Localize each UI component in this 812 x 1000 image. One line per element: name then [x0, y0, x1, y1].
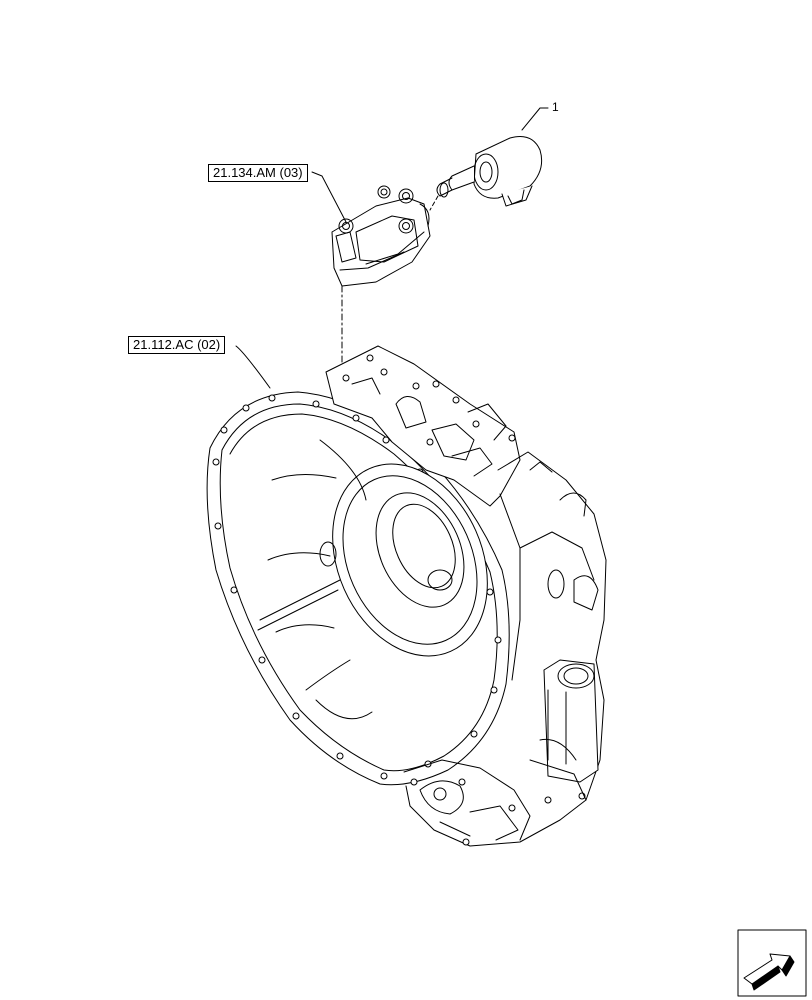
callout-1-leader [521, 107, 549, 131]
valve-block [331, 185, 431, 381]
reference-21-112-ac[interactable]: 21.112.AC (02) [128, 336, 226, 354]
ref-a-leader [311, 171, 347, 223]
navigation-arrow-icon [737, 929, 807, 997]
transmission-housing [206, 345, 607, 847]
part-callout-1: 1 [552, 100, 559, 114]
solenoid-valve [429, 136, 543, 211]
ref-b-leader [235, 345, 271, 389]
reference-21-134-am[interactable]: 21.134.AM (03) [208, 164, 308, 182]
